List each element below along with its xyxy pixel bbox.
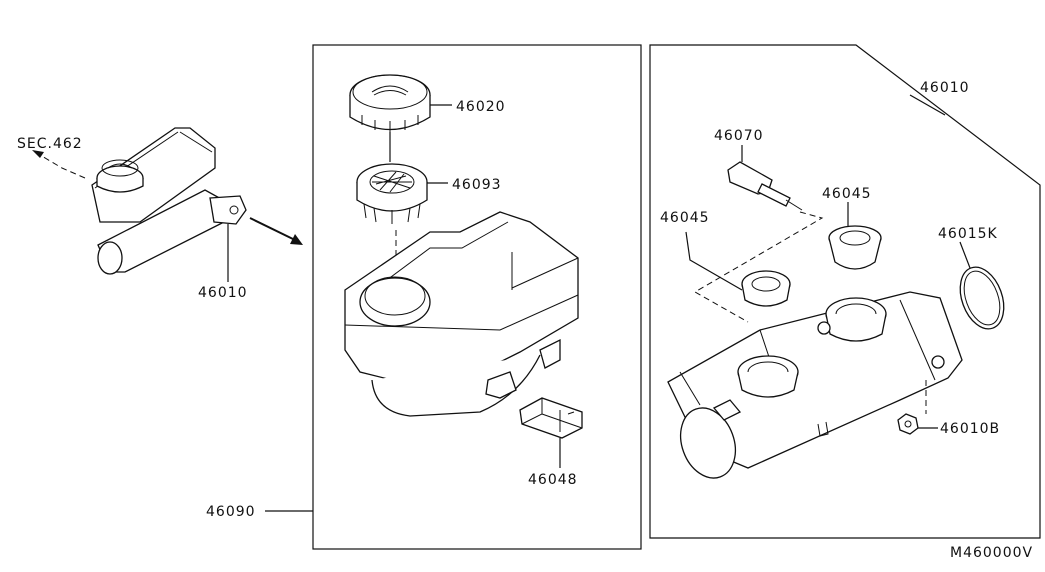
reservoir-tank (344, 211, 579, 417)
nut-46010b (897, 413, 919, 435)
pin-46070 (727, 161, 803, 211)
pin-label[interactable]: 46070 (714, 128, 764, 144)
reservoir-connector (519, 397, 583, 439)
assembly-label-right[interactable]: 46010 (920, 80, 970, 96)
reservoir-strainer (356, 163, 428, 224)
assembly-label-left[interactable]: 46010 (198, 285, 248, 301)
o-ring-46015k (959, 266, 1005, 330)
seal-right-label[interactable]: 46045 (822, 186, 872, 202)
seal-46045-right (828, 225, 882, 270)
strainer-label[interactable]: 46093 (452, 177, 502, 193)
sec-ref-label[interactable]: SEC.462 (17, 136, 83, 152)
seal-left-label[interactable]: 46045 (660, 210, 710, 226)
master-cylinder-frame (649, 44, 1041, 539)
connector-label[interactable]: 46048 (528, 472, 578, 488)
master-cylinder-body (667, 291, 963, 479)
overview-master-cylinder (32, 127, 303, 282)
seal-46045-left (741, 270, 791, 307)
nut-label[interactable]: 46010B (940, 421, 1000, 437)
oring-label[interactable]: 46015K (938, 226, 998, 242)
reservoir-cap (349, 74, 431, 132)
cap-label[interactable]: 46020 (456, 99, 506, 115)
reservoir-set-frame (312, 44, 642, 550)
reservoir-set-label[interactable]: 46090 (206, 504, 256, 520)
diagram-code: M460000V (950, 545, 1033, 561)
